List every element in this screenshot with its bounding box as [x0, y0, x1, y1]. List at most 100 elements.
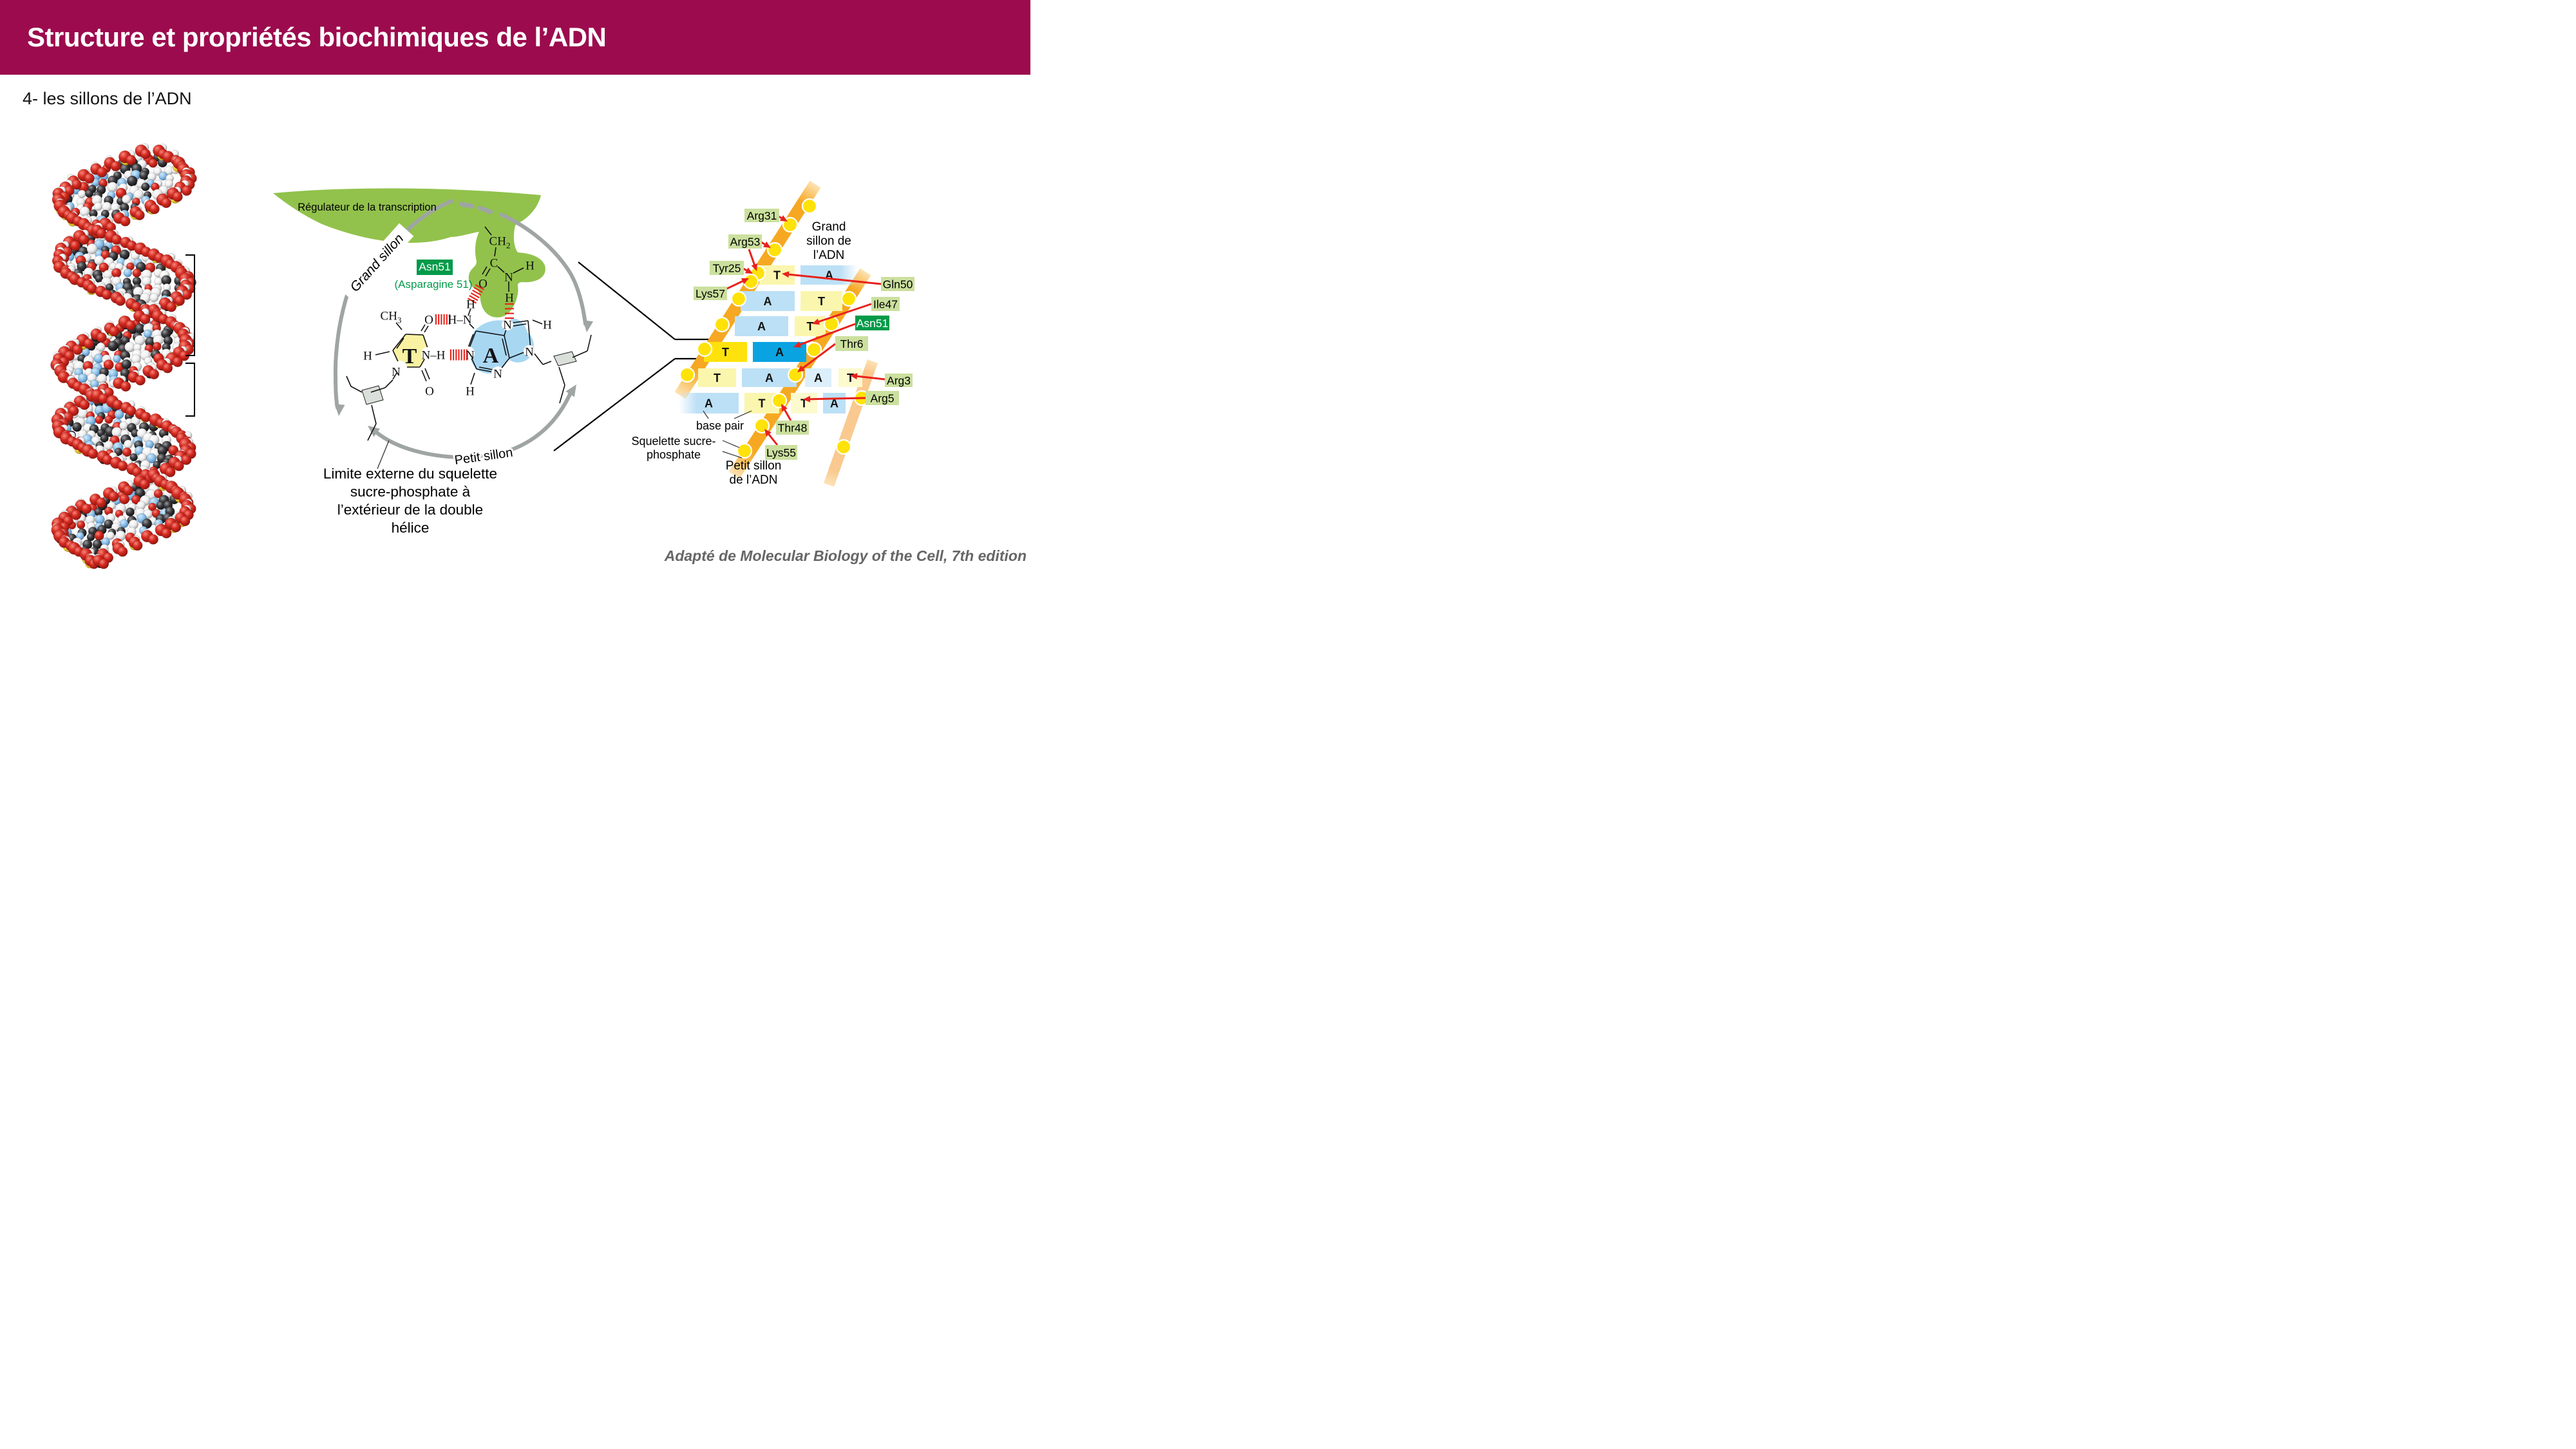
bond	[527, 320, 531, 350]
phosphate-circle	[696, 341, 713, 357]
atom-sphere	[132, 269, 142, 278]
residue-badge-label: Gln50	[883, 278, 913, 290]
bond	[494, 247, 497, 257]
residue-arrow	[766, 432, 779, 446]
residue-arrow-head	[781, 404, 788, 412]
base-box-t	[800, 291, 842, 311]
atom-sphere	[173, 460, 184, 471]
atom-label: N	[466, 349, 475, 363]
slide-title: Structure et propriétés biochimiques de …	[27, 22, 607, 52]
outer-limit-caption-line: Limite externe du squelette	[323, 466, 498, 482]
ring-atom-gap	[421, 347, 434, 360]
bond	[587, 334, 592, 352]
grand-sillon-adn-caption-3: l’ADN	[813, 249, 845, 262]
base-letter: T	[714, 372, 721, 384]
outer-limit-caption: Limite externe du squelette sucre-phosph…	[307, 465, 513, 537]
atom-sphere	[96, 342, 106, 352]
bond	[475, 330, 505, 336]
base-letter: T	[818, 295, 825, 308]
atom-sphere	[149, 293, 159, 302]
outer-limit-caption-line: sucre-phosphate à	[350, 484, 471, 500]
base-box-t	[791, 393, 817, 413]
caption-pointer-line	[703, 410, 709, 419]
bond	[513, 267, 524, 274]
residue-badge-label: Arg31	[747, 209, 777, 222]
atom-sphere	[172, 191, 183, 202]
bond	[370, 387, 386, 393]
residue-badge-asn51: Asn51	[793, 316, 889, 348]
base-letter: T	[807, 320, 814, 333]
atom-sphere	[134, 209, 145, 221]
connector-line	[578, 261, 676, 340]
base-box-a	[679, 393, 739, 413]
atom-sphere	[172, 356, 183, 368]
residue-arrow	[797, 323, 856, 346]
residue-badge-box	[728, 234, 762, 249]
residue-badge-label: Thr6	[840, 337, 864, 350]
atom-label: N	[503, 319, 512, 332]
atom-sphere	[110, 160, 121, 172]
phosphate-circle	[840, 290, 857, 307]
residue-arrow-head	[850, 373, 858, 380]
residue-arrow-head	[744, 267, 753, 274]
atom-label: N	[493, 368, 502, 381]
atom-label: CH2	[489, 235, 511, 251]
sugar	[553, 351, 577, 366]
residue-badge-lys55: Lys55	[764, 429, 797, 460]
thymine-ring	[393, 334, 429, 367]
atom-sphere	[72, 344, 83, 355]
asn51-badge-text: Asn51	[419, 260, 451, 273]
bond	[572, 350, 588, 358]
residue-badge-arg53: Arg53	[728, 234, 771, 271]
atom-sphere	[79, 234, 90, 245]
atom-label: N	[504, 271, 513, 285]
residue-badge-thr6: Thr6	[797, 336, 868, 372]
residue-badge-box	[765, 445, 797, 460]
atom-sphere	[120, 216, 131, 227]
bond	[532, 319, 543, 325]
base-letter: A	[483, 344, 499, 368]
residue-badge-arg31: Arg31	[744, 209, 788, 222]
base-box-a	[735, 316, 788, 336]
residue-badge-label: Lys57	[696, 287, 725, 300]
residue-badge-arg3: Arg3	[850, 373, 913, 387]
sugar-phosphate-strand	[823, 359, 878, 487]
residue-arrow	[725, 279, 745, 290]
bond	[468, 308, 471, 316]
atom-sphere	[109, 326, 120, 337]
atom-sphere	[71, 509, 82, 520]
atom-sphere	[104, 440, 113, 450]
residue-badge-lys57: Lys57	[694, 278, 749, 300]
residue-badge-box	[776, 421, 809, 435]
hbond-hash	[475, 284, 485, 290]
atom-sphere	[119, 421, 128, 430]
residue-badge-box	[744, 209, 779, 222]
atom-sphere	[126, 155, 137, 166]
residue-arrow	[786, 273, 882, 285]
bond	[497, 266, 505, 273]
grand-sillon-label-band	[339, 223, 414, 303]
atom-sphere	[79, 206, 90, 217]
atom-sphere	[111, 268, 122, 278]
base-box-t	[698, 368, 736, 387]
phosphate-circle	[730, 290, 747, 307]
residue-badge-label: Arg53	[730, 235, 761, 248]
base-letter: A	[757, 320, 766, 333]
atom-sphere	[153, 489, 163, 498]
base-box-a	[741, 291, 795, 311]
residue-arrow	[808, 397, 866, 401]
atom-sphere	[152, 342, 162, 351]
bond	[396, 337, 404, 349]
residue-arrow	[817, 303, 872, 323]
atom-sphere	[103, 359, 114, 370]
phosphate-circle	[714, 316, 730, 333]
atom-label: O	[425, 385, 434, 399]
base-letter: A	[830, 397, 838, 410]
bond	[371, 404, 377, 424]
residue-badge-box	[855, 316, 889, 330]
atom-label: H	[543, 319, 552, 332]
atom-label: N	[392, 366, 401, 379]
residue-badge-box	[710, 261, 744, 275]
atom-sphere	[126, 405, 137, 417]
groove-arc-dash	[459, 202, 475, 209]
